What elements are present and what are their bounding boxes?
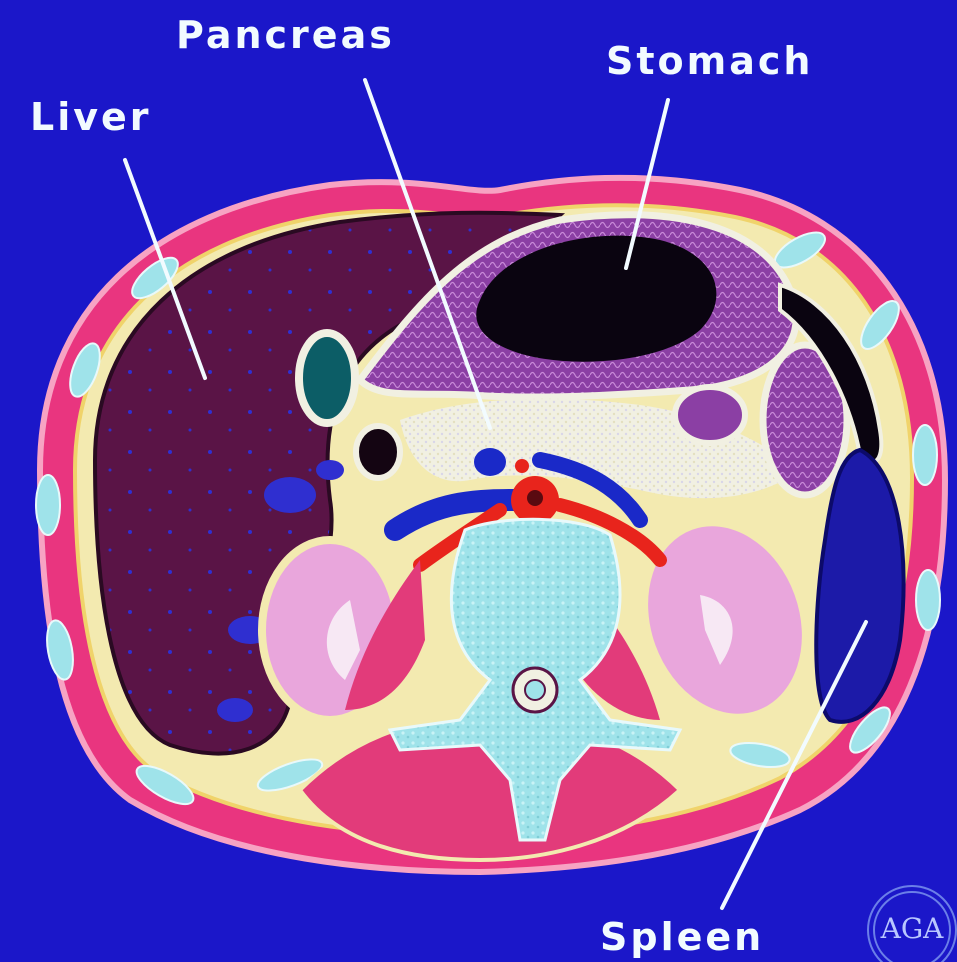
celiac (515, 459, 529, 473)
bowel-loop (675, 387, 745, 443)
stomach-label: Stomach (606, 42, 813, 80)
sma (474, 448, 506, 476)
aga-logo-text: AGA (872, 912, 952, 945)
liver-label: Liver (30, 98, 152, 136)
duodenum (356, 426, 400, 478)
pancreas-label: Pancreas (176, 16, 395, 54)
spinal-cord (525, 680, 545, 700)
spleen-label: Spleen (600, 918, 764, 956)
aorta-lumen (527, 490, 543, 506)
gallbladder (299, 333, 355, 423)
